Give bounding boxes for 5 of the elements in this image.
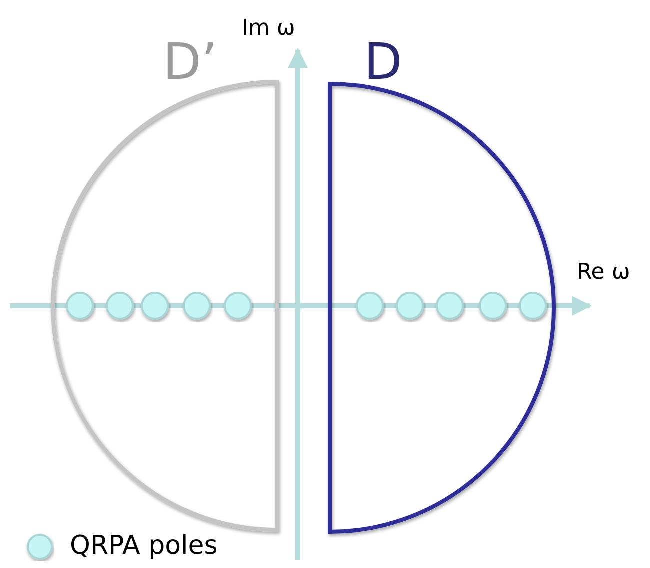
legend-text: QRPA poles (70, 533, 218, 559)
axis-label: Re ω (577, 262, 630, 284)
contour-label: D (364, 37, 403, 87)
contour-label: D’ (163, 37, 218, 87)
axis-label: Im ω (242, 18, 296, 40)
